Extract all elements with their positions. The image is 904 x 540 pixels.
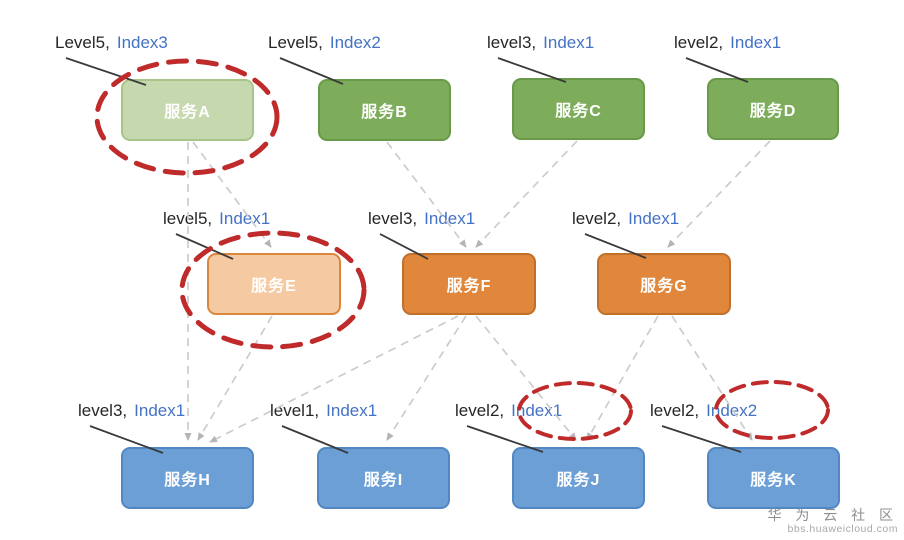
level-label: level3 — [368, 209, 413, 228]
index-label: Index1 — [730, 33, 782, 52]
level-label: level2 — [572, 209, 617, 228]
annotation-service-b: Level5, Index2 — [268, 33, 381, 53]
separator: , — [694, 401, 700, 420]
index-label: Index1 — [511, 401, 563, 420]
node-service-h: 服务H — [121, 447, 254, 509]
index-label: Index3 — [116, 33, 168, 52]
separator: , — [412, 209, 418, 228]
annotation-service-j: level2, Index1 — [455, 401, 562, 421]
edge-c-to-f — [475, 140, 578, 248]
node-service-a: 服务A — [121, 79, 254, 141]
annotation-service-c: level3, Index1 — [487, 33, 594, 53]
annotation-service-g: level2, Index1 — [572, 209, 679, 229]
node-title: 服务H — [164, 472, 211, 489]
edge-f-to-h — [209, 315, 459, 443]
edge-a-to-e — [192, 141, 272, 248]
node-title: 服务A — [164, 104, 211, 121]
edge-b-to-f — [386, 141, 467, 248]
annotation-service-d: level2, Index1 — [674, 33, 781, 53]
separator: , — [105, 33, 110, 52]
edge-d-to-g — [667, 140, 771, 248]
node-title: 服务J — [556, 472, 601, 489]
node-title: 服务G — [640, 278, 688, 295]
level-label: level2 — [674, 33, 719, 52]
index-label: Index2 — [706, 401, 758, 420]
separator: , — [314, 401, 320, 420]
node-title: 服务B — [361, 104, 408, 121]
level-label: Level5 — [55, 33, 106, 52]
index-label: Index1 — [628, 209, 680, 228]
annotation-service-h: level3, Index1 — [78, 401, 185, 421]
watermark: 华 为 云 社 区 bbs.huaweicloud.com — [767, 507, 898, 536]
node-service-c: 服务C — [512, 78, 645, 140]
annotation-service-e: level5, Index1 — [163, 209, 270, 229]
annotation-service-k: level2, Index2 — [650, 401, 757, 421]
separator: , — [531, 33, 537, 52]
separator: , — [616, 209, 622, 228]
edge-e-to-h — [197, 315, 273, 441]
watermark-title: 华 为 云 社 区 — [767, 506, 898, 523]
node-title: 服务E — [251, 278, 297, 295]
annotation-service-f: level3, Index1 — [368, 209, 475, 229]
node-service-g: 服务G — [597, 253, 731, 315]
annotation-service-a: Level5, Index3 — [55, 33, 168, 53]
node-service-i: 服务I — [317, 447, 450, 509]
index-label: Index1 — [543, 33, 595, 52]
level-label: Level5 — [268, 33, 319, 52]
node-service-b: 服务B — [318, 79, 451, 141]
separator: , — [499, 401, 505, 420]
edge-f-to-i — [386, 315, 467, 441]
edge-g-to-j — [586, 315, 659, 441]
separator: , — [718, 33, 724, 52]
index-label: Index1 — [326, 401, 378, 420]
watermark-url: bbs.huaweicloud.com — [787, 523, 898, 536]
node-title: 服务F — [446, 278, 492, 295]
node-title: 服务I — [363, 472, 404, 489]
separator: , — [122, 401, 128, 420]
level-label: level2 — [455, 401, 500, 420]
annotation-service-i: level1, Index1 — [270, 401, 377, 421]
edge-g-to-k — [671, 315, 753, 441]
index-label: Index1 — [424, 209, 476, 228]
level-label: level5 — [163, 209, 208, 228]
index-label: Index1 — [219, 209, 271, 228]
node-service-k: 服务K — [707, 447, 840, 509]
index-label: Index2 — [329, 33, 381, 52]
node-title: 服务D — [749, 103, 797, 120]
separator: , — [318, 33, 323, 52]
level-label: level3 — [78, 401, 123, 420]
node-service-j: 服务J — [512, 447, 645, 509]
node-service-f: 服务F — [402, 253, 536, 315]
level-label: level1 — [270, 401, 315, 420]
node-service-d: 服务D — [707, 78, 839, 140]
node-service-e: 服务E — [207, 253, 341, 315]
node-title: 服务K — [750, 472, 797, 489]
level-label: level2 — [650, 401, 695, 420]
node-title: 服务C — [555, 103, 602, 120]
separator: , — [207, 209, 213, 228]
edge-f-to-j — [475, 315, 577, 441]
index-label: Index1 — [134, 401, 186, 420]
level-label: level3 — [487, 33, 532, 52]
